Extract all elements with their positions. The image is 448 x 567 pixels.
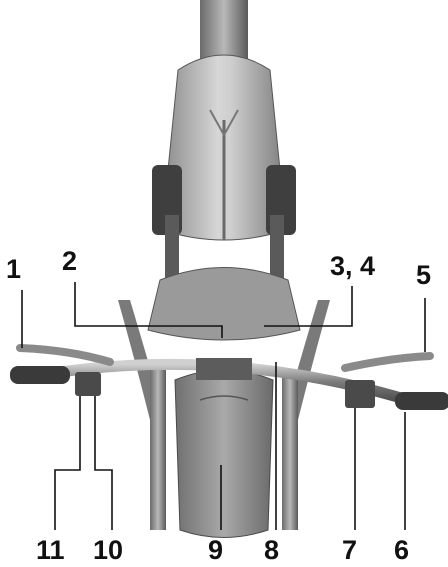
leader-lines: [21, 282, 426, 530]
clutch-lever: [16, 344, 114, 366]
callout-2: 2: [62, 246, 78, 276]
left-grip: [10, 366, 70, 384]
callout-6: 6: [394, 535, 410, 565]
leader-2: [74, 282, 223, 338]
left-switch-housing: [75, 372, 101, 396]
callout-1: 1: [6, 254, 22, 284]
front-fender: [174, 369, 274, 538]
right-switch-housing: [345, 380, 375, 408]
leader-11: [54, 396, 81, 530]
callout-10: 10: [93, 535, 124, 565]
callout-3-4: 3, 4: [330, 251, 376, 281]
handlebar-clamp: [196, 358, 252, 380]
levers: [16, 344, 434, 408]
callout-11: 11: [36, 535, 65, 565]
callout-5: 5: [416, 260, 432, 290]
leader-10: [94, 396, 113, 530]
right-grip: [395, 392, 448, 410]
callout-8: 8: [264, 535, 280, 565]
callout-7: 7: [342, 535, 358, 565]
front-fork: [150, 370, 298, 530]
callout-9: 9: [208, 535, 224, 565]
brake-lever: [341, 352, 434, 372]
leader-3-4: [264, 286, 353, 327]
